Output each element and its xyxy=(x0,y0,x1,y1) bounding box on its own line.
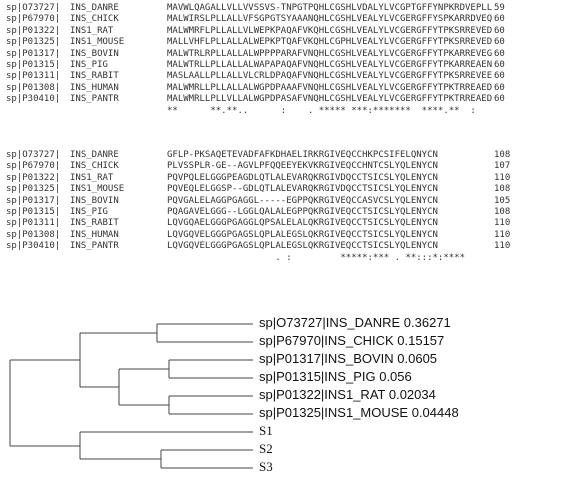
residue-count: 108 xyxy=(494,206,511,217)
sequence-residues: MALWTRLLPLLALLALWAPAPAQAFVNQHLCGSHLVEALY… xyxy=(167,59,493,70)
sequence-id: sp|P67970| xyxy=(6,161,61,172)
residue-count: 60 xyxy=(494,59,505,70)
sequence-residues: MALLVHFLPLLALLALWEPKPTQAFVKQHLCGPHLVEALY… xyxy=(167,37,493,48)
tree-leaf-label: sp|P01315|INS_PIG 0.056 xyxy=(259,369,412,384)
tree-leaf-label: sp|O73727|INS_DANRE 0.36271 xyxy=(259,315,451,330)
residue-count: 108 xyxy=(494,184,511,195)
sequence-residues: MALWTRLRPLLALLALWPPPPARAFVNQHLCGSHLVEALY… xyxy=(167,48,493,59)
sequence-id: sp|P01308| xyxy=(6,82,61,93)
sequence-name: INS_DANRE xyxy=(70,150,119,160)
sequence-id: sp|P01308| xyxy=(6,229,61,240)
sequence-id: sp|P01311| xyxy=(6,71,61,82)
sequence-name: INS1_MOUSE xyxy=(70,37,125,48)
residue-count: 60 xyxy=(494,71,505,82)
sequence-name: INS_BOVIN xyxy=(70,48,119,59)
sequence-residues: GFLP-PKSAQETEVADFAFKDHAELIRKRGIVEQCCHKPC… xyxy=(167,150,438,160)
sequence-residues: LQVGQVELGGGPGAGSLQPLALEGSLQKRGIVEQCCTSIC… xyxy=(167,241,438,252)
sequence-id: sp|P30410| xyxy=(6,94,61,105)
sequence-residues: LQVGQAELGGGPGAGGLQPSALELALQKRGIVEQCCTSIC… xyxy=(167,218,438,229)
residue-count: 60 xyxy=(494,37,505,48)
tree-leaf-label: sp|P67970|INS_CHICK 0.15157 xyxy=(259,333,445,348)
sequence-id: sp|P01322| xyxy=(6,172,61,183)
sequence-id: sp|P01322| xyxy=(6,25,61,36)
sequence-residues: MAVWLQAGALLVLLVVSSVS-TNPGTPQHLCGSHLVDALY… xyxy=(167,3,493,13)
sequence-name: INS_PANTR xyxy=(70,94,119,105)
sequence-residues: LQVGQVELGGGPGAGSLQPLALEGSLQKRGIVEQCCTSIC… xyxy=(167,229,438,240)
residue-count: 105 xyxy=(494,195,511,206)
residue-count: 60 xyxy=(494,48,505,59)
sequence-name: INS_CHICK xyxy=(70,161,119,172)
tree-leaf-label: sp|P01317|INS_BOVIN 0.0605 xyxy=(259,351,438,366)
residue-count: 60 xyxy=(494,14,505,25)
residue-count: 60 xyxy=(494,25,505,36)
tree-leaf-label: S2 xyxy=(259,441,273,456)
tree-branches xyxy=(9,323,253,469)
branch-lines xyxy=(9,323,253,469)
residue-count: 110 xyxy=(494,229,511,240)
residue-count: 108 xyxy=(494,150,511,160)
sequence-residues: MALWMRLLPLLALLALWGPDPAAAFVNQHLCGSHLVEALY… xyxy=(167,82,493,93)
sequence-name: INS_CHICK xyxy=(70,14,119,25)
sequence-name: INS_RABIT xyxy=(70,218,119,229)
sequence-id: sp|P01317| xyxy=(6,48,61,59)
consensus-symbols: . : *****:*** . **:::*:**** xyxy=(167,252,466,263)
sequence-residues: PQVPQLELGGGPEAGDLQTLALEVARQKRGIVDQCCTSIC… xyxy=(167,172,438,183)
sequence-name: INS_PANTR xyxy=(70,241,119,252)
phylogenetic-tree: sp|O73727|INS_DANRE 0.36271 sp|P67970|IN… xyxy=(0,302,564,489)
sequence-name: INS_BOVIN xyxy=(70,195,119,206)
sequence-name: INS1_RAT xyxy=(70,25,114,36)
sequence-id: sp|P01315| xyxy=(6,59,61,70)
sequence-id: sp|P01315| xyxy=(6,206,61,217)
sequence-name: INS1_MOUSE xyxy=(70,184,125,195)
residue-count: 110 xyxy=(494,241,511,252)
residue-count: 59 xyxy=(494,3,505,13)
consensus-symbols: ** **.**.. : . ***** ***:******* ****.**… xyxy=(167,105,476,116)
sequence-id: sp|P01311| xyxy=(6,218,61,229)
sequence-residues: PQVGALELAGGPGAGGL-----EGPPQKRGIVEQCCASVC… xyxy=(167,195,438,206)
sequence-residues: PQAGAVELGGG--LGGLQALALEGPPQKRGIVEQCCTSIC… xyxy=(167,206,438,217)
sequence-id: sp|P01325| xyxy=(6,37,61,48)
tree-leaf-label: S3 xyxy=(259,459,273,474)
sequence-name: INS1_RAT xyxy=(70,172,114,183)
sequence-residues: MALWIRSLPLLALLVFSGPGTSYAAANQHLCGSHLVEALY… xyxy=(167,14,493,25)
sequence-id: sp|P30410| xyxy=(6,241,61,252)
tree-leaf-label: S1 xyxy=(259,423,273,438)
sequence-name: INS_PIG xyxy=(70,206,108,217)
sequence-residues: MALWMRLLPLLVLLALWGPDPASAFVNQHLCGSHLVEALY… xyxy=(167,94,493,105)
residue-count: 60 xyxy=(494,94,505,105)
tree-leaf-label: sp|P01322|INS1_RAT 0.02034 xyxy=(259,387,436,402)
sequence-name: INS_RABIT xyxy=(70,71,119,82)
sequence-residues: MALWMRFLPLLALLVLWEPKPAQAFVKQHLCGSHLVEALY… xyxy=(167,25,493,36)
residue-count: 107 xyxy=(494,161,511,172)
sequence-id: sp|O73727| xyxy=(6,150,61,160)
sequence-id: sp|P67970| xyxy=(6,14,61,25)
residue-count: 110 xyxy=(494,218,511,229)
sequence-name: INS_DANRE xyxy=(70,3,119,13)
residue-count: 110 xyxy=(494,172,511,183)
sequence-id: sp|P01325| xyxy=(6,184,61,195)
residue-count: 60 xyxy=(494,82,505,93)
sequence-name: INS_PIG xyxy=(70,59,108,70)
sequence-residues: PLVSSPLR-GE--AGVLPFQQEEYEKVKRGIVEQCCHNTC… xyxy=(167,161,438,172)
sequence-residues: MASLAALLPLLALLVLCRLDPAQAFVNQHLCGSHLVEALY… xyxy=(167,71,493,82)
sequence-id: sp|P01317| xyxy=(6,195,61,206)
sequence-residues: PQVEQLELGGSP--GDLQTLALEVARQKRGIVDQCCTSIC… xyxy=(167,184,438,195)
sequence-id: sp|O73727| xyxy=(6,3,61,13)
tree-leaf-label: sp|P01325|INS1_MOUSE 0.04448 xyxy=(259,405,459,420)
sequence-name: INS_HUMAN xyxy=(70,82,119,93)
sequence-name: INS_HUMAN xyxy=(70,229,119,240)
